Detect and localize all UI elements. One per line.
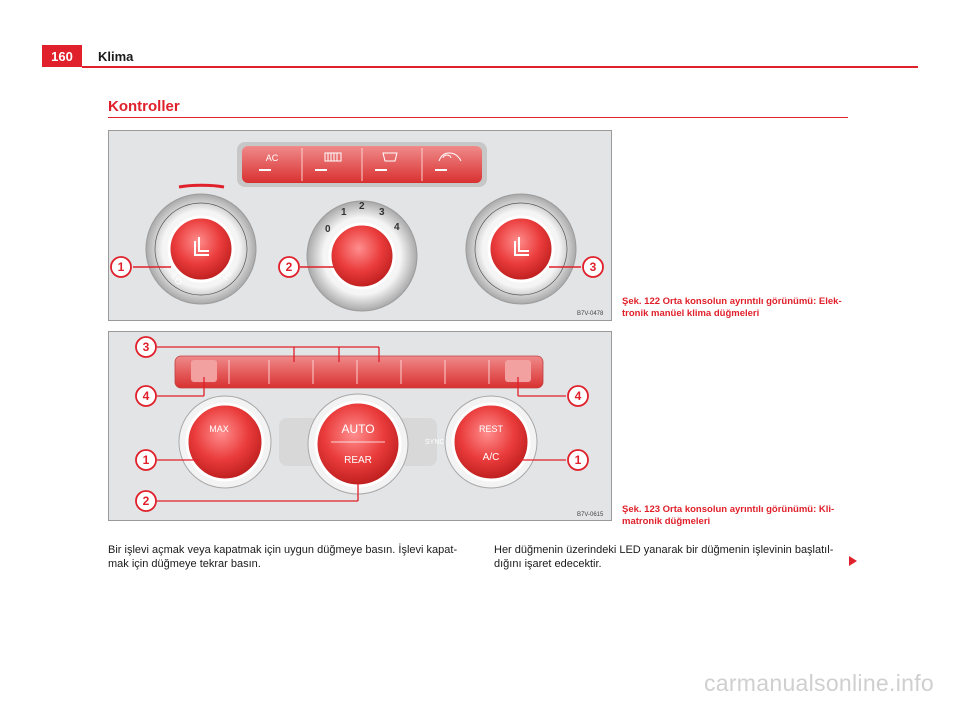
chapter-title: Klima xyxy=(98,49,134,64)
callout-3: 3 xyxy=(590,260,597,274)
page-number: 160 xyxy=(42,45,82,67)
figure-climatronic: MAX AUTO REAR SYNC REST A/C 3 4 4 xyxy=(108,331,612,521)
auto-button-label: AUTO xyxy=(341,422,374,436)
fan-speed-3: 3 xyxy=(379,207,385,218)
section-title: Kontroller xyxy=(108,98,180,115)
callout-3: 3 xyxy=(143,340,150,354)
fan-speed-4: 4 xyxy=(394,222,400,233)
body-paragraph-left: Bir işlevi açmak veya kapatmak için uygu… xyxy=(108,544,458,570)
fan-speed-0: 0 xyxy=(325,224,331,235)
fan-speed-1: 1 xyxy=(341,207,347,218)
rear-defrost-icon xyxy=(324,152,342,162)
header-divider xyxy=(82,66,918,68)
figure-manual-climate: AC LO HI 0 1 2 3 4 1 xyxy=(108,130,612,321)
figure-caption-122: Şek. 122 Orta konsolun ayrıntılı görünüm… xyxy=(622,296,842,319)
callout-4-left: 4 xyxy=(143,389,150,403)
fan-speed-2: 2 xyxy=(359,201,365,212)
front-defrost-icon xyxy=(382,152,398,162)
max-defrost-label: MAX xyxy=(209,424,229,434)
watermark: carmanualsonline.info xyxy=(703,670,934,696)
callout-1-right: 1 xyxy=(575,453,582,467)
callout-2: 2 xyxy=(143,494,150,508)
seat-heating-icon xyxy=(194,237,209,256)
callout-1: 1 xyxy=(118,260,125,274)
recirculation-icon xyxy=(438,152,462,162)
sync-button-label: SYNC xyxy=(425,439,444,446)
continue-arrow-icon xyxy=(849,556,857,566)
figure-code: B7V-0615 xyxy=(577,512,604,518)
callout-4-right: 4 xyxy=(575,389,582,403)
ac-button-label-fig2: A/C xyxy=(483,452,500,463)
rest-button-label: REST xyxy=(479,424,504,434)
figure-code: B7V-0478 xyxy=(577,311,604,317)
figure-caption-123: Şek. 123 Orta konsolun ayrıntılı görünüm… xyxy=(622,504,835,527)
ac-button-label: AC xyxy=(266,153,279,163)
section-divider xyxy=(108,117,848,118)
body-paragraph-right: Her düğmenin üzerindeki LED yanarak bir … xyxy=(494,544,834,570)
rear-button-label: REAR xyxy=(344,455,372,466)
callout-group-fig1: 1 2 3 xyxy=(110,256,604,278)
seat-heating-icon-right xyxy=(514,237,529,256)
callout-1-left: 1 xyxy=(143,453,150,467)
callout-group-fig2: 3 4 4 1 1 2 xyxy=(135,336,589,512)
callout-2: 2 xyxy=(286,260,293,274)
